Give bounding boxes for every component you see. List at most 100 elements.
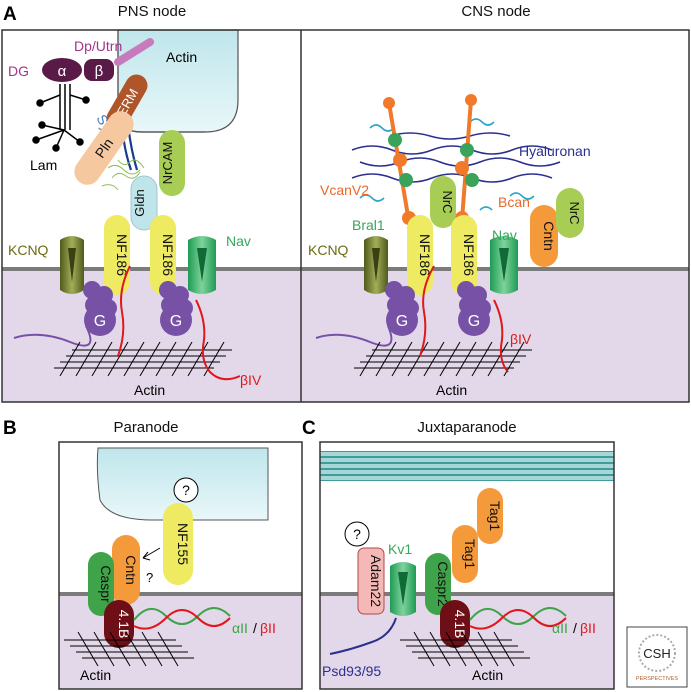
- nrc-label-1: NrC: [440, 190, 455, 213]
- gldn-label: Gldn: [132, 189, 147, 216]
- panel-label-a: A: [3, 4, 17, 25]
- ankyrin-g-pns-1: [83, 281, 117, 336]
- tag1-protein-2: [452, 525, 478, 583]
- versican-v2-2: [455, 94, 479, 225]
- hyaluronan-label: Hyaluronan: [519, 143, 591, 159]
- nrc-label-2: NrC: [567, 201, 582, 224]
- caspr-label: Caspr: [98, 565, 114, 603]
- protein-4-1b-paranode: [104, 600, 134, 648]
- nf186-label-pns-2: NF186: [160, 234, 176, 276]
- actin-mesh-juxta: [400, 631, 530, 667]
- nav-label-pns: Nav: [226, 233, 251, 249]
- actin-mesh-paranode: [64, 631, 194, 667]
- bii-label-juxta: βII: [580, 620, 596, 636]
- slash-label-juxta: /: [573, 620, 577, 636]
- binding-arrow-b: [142, 547, 161, 561]
- kcnq-label-cns: KCNQ: [308, 242, 349, 258]
- panel-label-c: C: [302, 418, 316, 439]
- g-label-cns-2: G: [468, 313, 480, 330]
- beta-label: β: [95, 63, 104, 80]
- panel-a-frame: [1, 29, 690, 403]
- caspr2-label: Caspr2: [435, 561, 451, 606]
- slash-label-paranode: /: [253, 620, 257, 636]
- label-4-1b-juxta: 4.1B: [452, 610, 468, 639]
- versican-v2-1: [383, 97, 416, 225]
- nrcam-label: NrCAM: [160, 142, 175, 185]
- question-b: ?: [182, 482, 190, 498]
- nf186-protein-cns-2: [451, 215, 477, 295]
- csh-perspectives-logo: CSH PERSPECTIVES: [626, 626, 688, 688]
- panel-c-frame: [319, 441, 615, 690]
- psd93-95-tether: [329, 617, 397, 655]
- vcanv2-label: VcanV2: [320, 182, 369, 198]
- dystrophin-utrophin: [114, 38, 154, 66]
- actin-mesh-pns: [54, 341, 232, 377]
- spectrin-biv-cns-2: [493, 299, 509, 373]
- spectrin-biv-pns-2: [195, 299, 241, 381]
- g-label-pns-2: G: [170, 313, 182, 330]
- cntn-label-paranode: Cntn: [123, 555, 139, 585]
- nf186-protein-pns-1: [104, 215, 130, 295]
- kcnq-channel-pns: [60, 236, 84, 294]
- adam22-protein: [357, 547, 385, 615]
- nf186-protein-cns-1: [407, 215, 433, 295]
- caspr-protein: [88, 552, 114, 616]
- actin-mesh-cns: [354, 341, 532, 377]
- collagen-fibers: [101, 159, 145, 191]
- gldn-protein: [130, 175, 158, 231]
- actin-label-pns: Actin: [134, 382, 165, 398]
- kcnq-label-pns: KCNQ: [8, 242, 49, 258]
- nf186-protein-pns-2: [150, 215, 176, 295]
- cntn-protein-cns: [530, 205, 558, 267]
- panel-label-b: B: [3, 418, 17, 439]
- protein-4-1b-juxta: [440, 600, 470, 648]
- bii-label-paranode: βII: [260, 620, 276, 636]
- tag1-protein-1: [477, 488, 503, 544]
- actin-top-label: Actin: [166, 49, 197, 65]
- kcnq-channel-cns: [364, 236, 388, 294]
- nf155-protein: [163, 503, 193, 585]
- ankyrin-g-cns-2: [457, 281, 491, 336]
- nrc-protein-2: [556, 188, 584, 238]
- alpha-label: α: [58, 63, 67, 80]
- biv-label-cns: βIV: [510, 331, 532, 347]
- question-bubble-c: [344, 521, 370, 547]
- label-4-1b-paranode: 4.1B: [116, 610, 132, 639]
- aii-label-paranode: αII: [232, 620, 248, 636]
- nav-channel-cns: [490, 236, 518, 294]
- ankyrin-g-cns-1: [385, 281, 419, 336]
- pln-protein: Pln: [74, 111, 134, 185]
- actin-label-cns: Actin: [436, 382, 467, 398]
- spectrin-biv-cns-1: [419, 265, 435, 357]
- actin-label-paranode: Actin: [80, 667, 111, 683]
- psd93-95-label: Psd93/95: [322, 663, 381, 679]
- dg-label: DG: [8, 63, 29, 79]
- nrc-protein-1: [430, 176, 456, 228]
- juxtaparanode-title: Juxtaparanode: [417, 419, 516, 436]
- bral1-label: Bral1: [352, 217, 385, 233]
- logo-perspectives-text: PERSPECTIVES: [636, 676, 679, 682]
- kv1-channel: [390, 562, 416, 616]
- nav-label-cns: Nav: [492, 227, 517, 243]
- cntn-protein-paranode: [112, 535, 140, 605]
- laminin: [32, 84, 90, 152]
- aii-label-juxta: αII: [552, 620, 568, 636]
- question-bubble-b: [173, 477, 199, 503]
- nf186-label-cns-2: NF186: [461, 234, 477, 276]
- spectrin-aii-juxta: [469, 607, 567, 625]
- beta-dystroglycan: [84, 59, 114, 81]
- biv-label-pns: βIV: [240, 372, 262, 388]
- bcan-label: Bcan: [498, 194, 530, 210]
- nrcam-protein: [159, 130, 185, 196]
- tag1-label-2: Tag1: [462, 539, 478, 570]
- nf186-label-cns-1: NF186: [417, 234, 433, 276]
- panel-b-frame: [58, 441, 303, 690]
- actin-label-juxta: Actin: [472, 667, 503, 683]
- caspr2-protein: [425, 553, 451, 615]
- nav-channel-pns: [188, 236, 216, 294]
- kv1-label: Kv1: [388, 541, 412, 557]
- cntn-label-cns: Cntn: [541, 221, 557, 251]
- question-b-2: ?: [146, 570, 153, 585]
- paranode-title: Paranode: [113, 419, 178, 436]
